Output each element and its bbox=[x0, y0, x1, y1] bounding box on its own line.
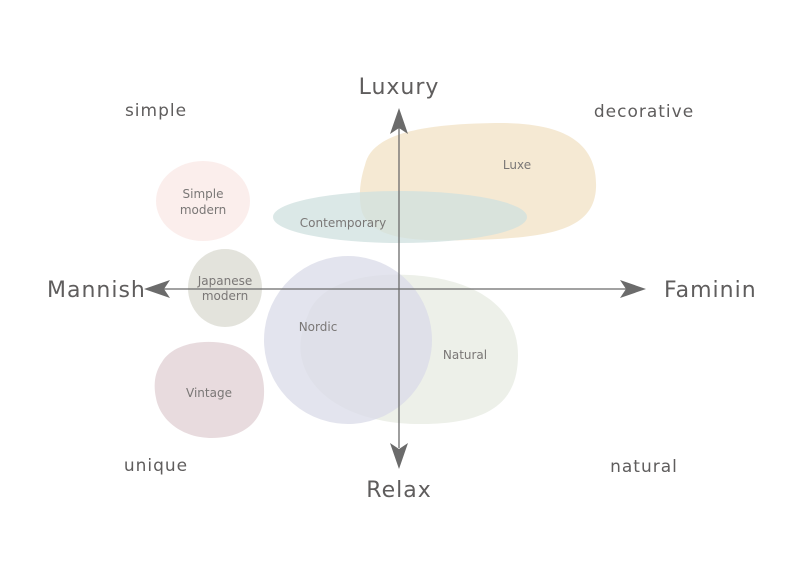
arrow-up-icon bbox=[390, 108, 408, 134]
corner-label-bottom-right: natural bbox=[610, 457, 678, 477]
nordic-region bbox=[264, 256, 432, 424]
style-label-japanese-modern-line-1: Japanese bbox=[197, 274, 253, 288]
axis-label-bottom: Relax bbox=[366, 478, 431, 503]
style-label-luxe: Luxe bbox=[503, 158, 531, 172]
axis-label-top: Luxury bbox=[359, 75, 440, 100]
contemporary-region bbox=[273, 191, 527, 243]
style-label-vintage: Vintage bbox=[186, 386, 232, 400]
axes bbox=[144, 108, 646, 469]
japanese-modern-region bbox=[188, 249, 262, 327]
axis-label-left: Mannish bbox=[47, 278, 146, 303]
corner-label-top-right: decorative bbox=[594, 102, 694, 122]
arrow-left-icon bbox=[144, 280, 170, 298]
style-label-natural: Natural bbox=[443, 348, 487, 362]
corner-label-top-left: simple bbox=[125, 101, 187, 121]
axis-label-right: Faminin bbox=[664, 278, 757, 303]
style-label-simple-modern-line-1: Simple bbox=[183, 187, 224, 201]
style-label-contemporary: Contemporary bbox=[300, 216, 386, 230]
style-label-japanese-modern-line-2: modern bbox=[202, 289, 248, 303]
arrow-right-icon bbox=[620, 280, 646, 298]
vintage-region bbox=[154, 341, 265, 438]
style-label-nordic: Nordic bbox=[299, 320, 338, 334]
arrow-down-icon bbox=[390, 443, 408, 469]
simple-modern-region bbox=[156, 161, 250, 241]
style-label-simple-modern-line-2: modern bbox=[180, 203, 226, 217]
corner-label-bottom-left: unique bbox=[124, 456, 188, 476]
